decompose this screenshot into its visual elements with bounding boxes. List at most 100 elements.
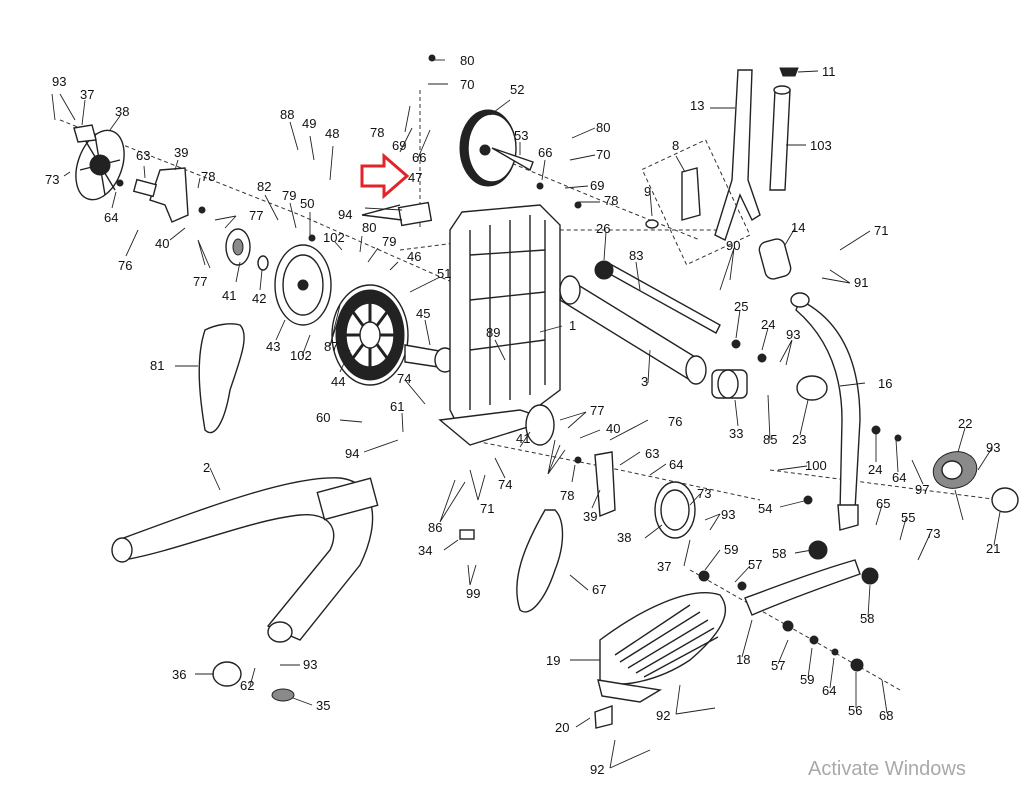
label-76b: 76 xyxy=(668,414,682,429)
label-69a: 69 xyxy=(392,138,406,153)
label-55: 55 xyxy=(901,510,915,525)
label-93d: 93 xyxy=(986,440,1000,455)
label-53: 53 xyxy=(514,128,528,143)
label-66b: 66 xyxy=(538,145,552,160)
label-34: 34 xyxy=(418,543,432,558)
label-64: 64 xyxy=(104,210,118,225)
label-102a: 102 xyxy=(323,230,345,245)
label-77b: 77 xyxy=(193,274,207,289)
label-50: 50 xyxy=(300,196,314,211)
label-78d: 78 xyxy=(560,488,574,503)
label-25: 25 xyxy=(734,299,748,314)
label-82: 82 xyxy=(257,179,271,194)
part-labels: 93 37 38 73 63 39 78 64 40 76 77 77 41 4… xyxy=(45,53,1000,777)
label-1: 1 xyxy=(569,318,576,333)
pulley-44 xyxy=(331,284,409,386)
belt-81 xyxy=(198,323,245,434)
belt-67 xyxy=(516,509,564,613)
label-59a: 59 xyxy=(724,542,738,557)
label-93e: 93 xyxy=(303,657,317,672)
leader-lines xyxy=(51,59,1001,769)
label-92a: 92 xyxy=(656,708,670,723)
label-60: 60 xyxy=(316,410,330,425)
label-100: 100 xyxy=(805,458,827,473)
label-94a: 94 xyxy=(338,207,352,222)
pedal-19 xyxy=(597,592,727,703)
activate-windows-watermark: Activate Windows xyxy=(808,758,966,780)
label-77c: 77 xyxy=(590,403,604,418)
label-97: 97 xyxy=(915,482,929,497)
label-93: 93 xyxy=(52,74,66,89)
label-37: 37 xyxy=(80,87,94,102)
crossbar-tube-3 xyxy=(559,275,707,385)
label-103: 103 xyxy=(810,138,832,153)
left-crank-disc xyxy=(73,124,125,201)
label-102b: 102 xyxy=(290,348,312,363)
label-18: 18 xyxy=(736,652,750,667)
highlight-arrow xyxy=(360,152,410,200)
label-65: 65 xyxy=(876,496,890,511)
label-99: 99 xyxy=(466,586,480,601)
label-35: 35 xyxy=(316,698,330,713)
upright-tubes xyxy=(641,69,791,266)
label-92b: 92 xyxy=(590,762,604,777)
label-70b: 70 xyxy=(596,147,610,162)
label-11: 11 xyxy=(822,64,836,79)
label-74b: 74 xyxy=(498,477,512,492)
label-3: 3 xyxy=(641,374,648,389)
label-40: 40 xyxy=(155,236,169,251)
label-88: 88 xyxy=(280,107,294,122)
label-41b: 41 xyxy=(516,431,530,446)
label-64c: 64 xyxy=(892,470,906,485)
label-26: 26 xyxy=(596,221,610,236)
label-57b: 57 xyxy=(771,658,785,673)
label-38: 38 xyxy=(115,104,129,119)
label-24a: 24 xyxy=(761,317,775,332)
label-51: 51 xyxy=(437,266,451,281)
label-78: 78 xyxy=(201,169,215,184)
label-2: 2 xyxy=(203,460,210,475)
label-43: 43 xyxy=(266,339,280,354)
label-46: 46 xyxy=(407,249,421,264)
label-39: 39 xyxy=(174,145,188,160)
label-69b: 69 xyxy=(590,178,604,193)
label-64b: 64 xyxy=(669,457,683,472)
label-23: 23 xyxy=(792,432,806,447)
label-20: 20 xyxy=(555,720,569,735)
label-33: 33 xyxy=(729,426,743,441)
label-81: 81 xyxy=(150,358,164,373)
label-80b: 80 xyxy=(460,53,474,68)
label-63: 63 xyxy=(136,148,150,163)
label-36: 36 xyxy=(172,667,186,682)
parts-artwork xyxy=(59,54,1019,729)
label-71b: 71 xyxy=(874,223,888,238)
label-37b: 37 xyxy=(657,559,671,574)
handle-arm-16 xyxy=(790,292,861,531)
label-38b: 38 xyxy=(617,530,631,545)
label-76: 76 xyxy=(118,258,132,273)
label-42: 42 xyxy=(252,291,266,306)
label-58a: 58 xyxy=(772,546,786,561)
label-79: 79 xyxy=(282,188,296,203)
label-77a: 77 xyxy=(249,208,263,223)
label-87: 87 xyxy=(324,339,338,354)
label-24b: 24 xyxy=(868,462,882,477)
label-74a: 74 xyxy=(397,371,411,386)
label-80a: 80 xyxy=(362,220,376,235)
label-54: 54 xyxy=(758,501,772,516)
label-9: 9 xyxy=(644,184,651,199)
label-52: 52 xyxy=(510,82,524,97)
label-89: 89 xyxy=(486,325,500,340)
label-19: 19 xyxy=(546,653,560,668)
label-8: 8 xyxy=(672,138,679,153)
label-14: 14 xyxy=(791,220,805,235)
label-21: 21 xyxy=(986,541,1000,556)
label-68: 68 xyxy=(879,708,893,723)
label-41: 41 xyxy=(222,288,236,303)
label-64d: 64 xyxy=(822,683,836,698)
label-40b: 40 xyxy=(606,421,620,436)
label-39b: 39 xyxy=(583,509,597,524)
label-79b: 79 xyxy=(382,234,396,249)
label-66a: 66 xyxy=(412,150,426,165)
